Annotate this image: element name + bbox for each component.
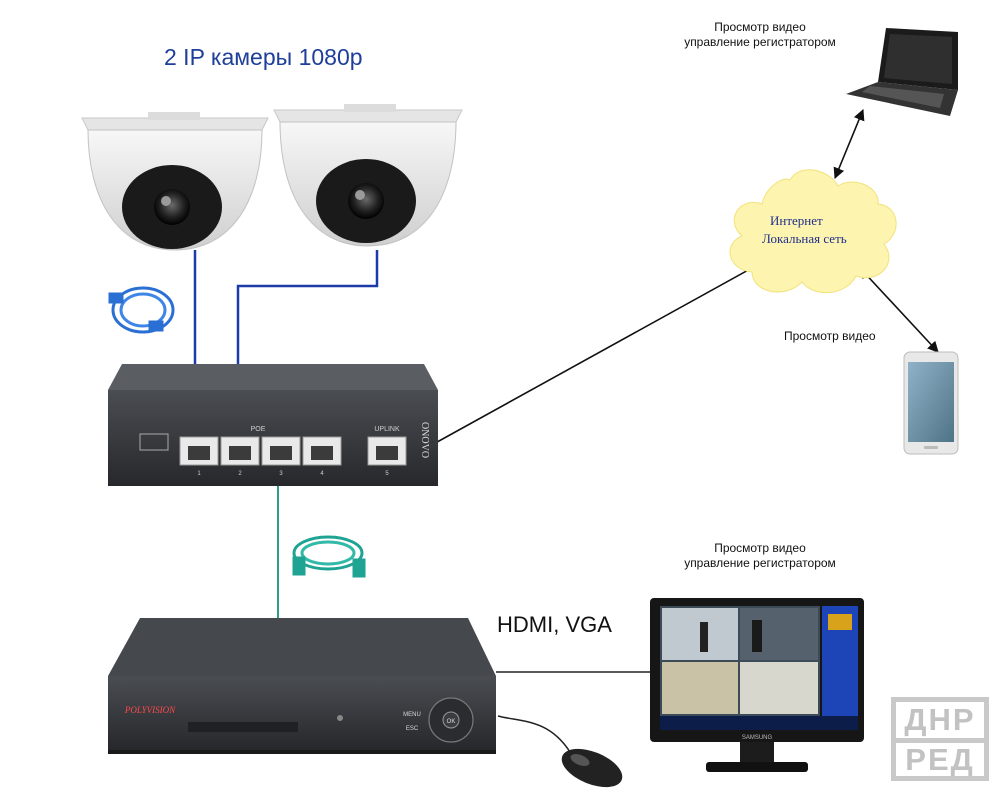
switch-port-row <box>179 436 407 466</box>
switch-port-number-5: 5 <box>385 471 389 477</box>
monitor-caption-line1: Просмотр видео <box>714 541 806 555</box>
ip-camera-2 <box>273 104 463 247</box>
watermark-divider <box>896 738 984 743</box>
dvr-esc-label: ESC <box>406 726 419 732</box>
poe-switch: POE UPLINK 1 2 3 4 5 ONOVO <box>108 364 438 486</box>
watermark-top-text: ДНР <box>904 702 976 737</box>
monitor-brand: SAMSUNG <box>742 735 773 741</box>
cloud-label-line2: Локальная сеть <box>762 231 847 246</box>
switch-uplink-label: UPLINK <box>374 426 400 433</box>
switch-port-number-3: 3 <box>279 471 283 477</box>
monitor: SAMSUNG <box>650 598 864 772</box>
dvr-ok-label: OK <box>447 719 456 725</box>
watermark-bottom-text: РЕД <box>905 742 975 777</box>
video-recorder: POLYVISION MENU ESC OK <box>108 618 496 754</box>
laptop-caption-line2: управление регистратором <box>684 35 836 49</box>
arrow-switch-to-cloud <box>409 257 771 458</box>
ip-camera-1 <box>81 112 269 251</box>
monitor-caption-line2: управление регистратором <box>684 556 836 570</box>
smartphone <box>903 351 959 455</box>
cloud-shape <box>729 169 897 294</box>
switch-poe-label: POE <box>251 426 266 433</box>
laptop <box>846 28 958 116</box>
watermark-logo: ДНР РЕД <box>891 697 989 781</box>
switch-port-number-2: 2 <box>238 471 242 477</box>
phone-caption: Просмотр видео <box>784 329 876 343</box>
diagram-title: 2 IP камеры 1080p <box>164 44 363 70</box>
switch-brand: ONOVO <box>419 422 430 458</box>
patch-cable-blue <box>108 286 175 334</box>
laptop-caption-line1: Просмотр видео <box>714 20 806 34</box>
switch-port-number-4: 4 <box>320 471 324 477</box>
connection-label: HDMI, VGA <box>497 612 612 637</box>
mouse <box>497 715 623 788</box>
cloud-label: Интернет Локальная сеть <box>762 212 847 248</box>
monitor-caption: Просмотр видео управление регистратором <box>660 541 860 571</box>
cloud-label-line1: Интернет <box>770 213 823 228</box>
arrow-cloud-to-laptop <box>833 108 865 180</box>
laptop-caption: Просмотр видео управление регистратором <box>660 20 860 50</box>
dvr-brand: POLYVISION <box>124 705 176 715</box>
arrow-cloud-to-phone <box>859 267 939 353</box>
patch-cable-green <box>292 535 366 578</box>
switch-port-number-1: 1 <box>197 471 201 477</box>
dvr-menu-label: MENU <box>403 712 421 718</box>
